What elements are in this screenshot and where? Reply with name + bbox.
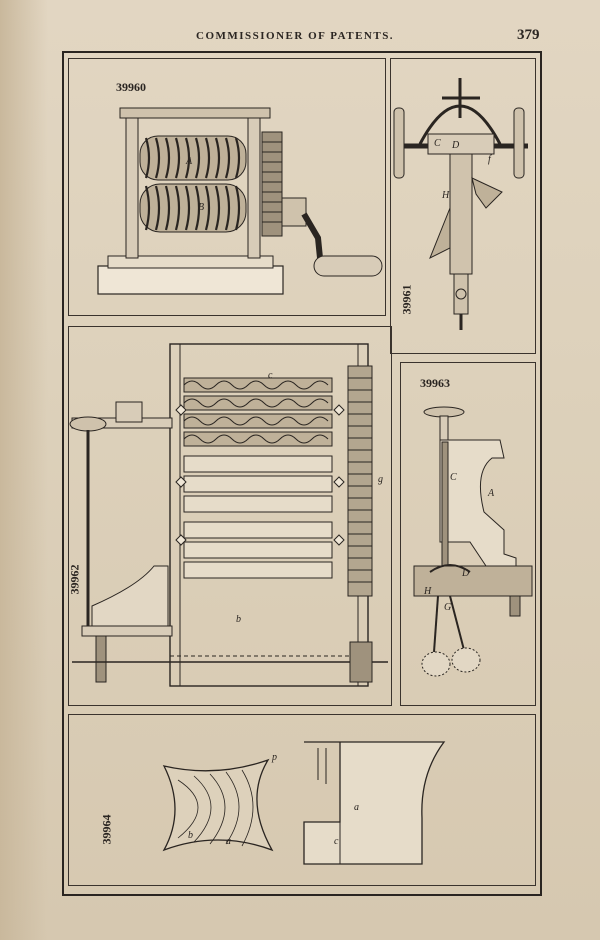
- running-head: COMMISSIONER OF PATENTS.: [196, 30, 395, 42]
- brush-right: [451, 647, 481, 673]
- svg-text:a: a: [354, 802, 359, 813]
- svg-text:A: A: [487, 488, 495, 499]
- svg-text:G: G: [444, 602, 451, 613]
- figure-panel-39962: [68, 326, 392, 706]
- brush-left: [421, 651, 451, 677]
- figure-39964-drawing: p a b a c: [162, 741, 446, 865]
- figure-39963-drawing: A C D H G: [413, 406, 533, 677]
- upper-roller: [139, 135, 247, 181]
- corset-form: [162, 758, 274, 852]
- crank-arm: [301, 212, 323, 259]
- toothed-rollers: [183, 377, 333, 447]
- svg-text:f: f: [488, 154, 492, 165]
- svg-text:C: C: [450, 472, 457, 483]
- figure-39961-drawing: C D f H: [393, 78, 528, 330]
- lower-roller: [139, 183, 247, 233]
- figure-panel-39960: [68, 58, 386, 316]
- svg-text:D: D: [461, 568, 470, 579]
- svg-text:c: c: [334, 836, 339, 847]
- svg-text:c: c: [268, 370, 273, 381]
- wheel-left: [393, 107, 405, 179]
- svg-text:B: B: [198, 202, 204, 213]
- page-number: 379: [517, 27, 540, 43]
- figure-panel-39964: [68, 714, 536, 886]
- wheel-right: [513, 107, 525, 179]
- pulley-wheel: [69, 416, 107, 432]
- gear-column: [347, 365, 373, 597]
- figure-number-39960: 39960: [116, 80, 146, 94]
- svg-text:A: A: [185, 156, 193, 167]
- figure-number-39963: 39963: [420, 376, 450, 390]
- figure-39962-drawing: c g b: [69, 343, 388, 687]
- plow-shank: [449, 153, 473, 275]
- engraving-plate: [62, 51, 542, 896]
- spindle: [441, 441, 449, 583]
- crank-handle: [313, 255, 383, 277]
- svg-text:H: H: [423, 586, 432, 597]
- smooth-rollers: [183, 455, 333, 579]
- boot-form: [303, 741, 446, 865]
- frame-post-right: [247, 117, 261, 259]
- figure-39960-drawing: A B: [97, 107, 383, 295]
- svg-text:H: H: [441, 190, 450, 201]
- frame-post-left: [125, 117, 139, 259]
- machine-base: [97, 265, 284, 295]
- figure-panel-39961: [390, 58, 536, 354]
- svg-text:p: p: [271, 752, 277, 763]
- machine-frame: [169, 343, 369, 687]
- drive-gear: [261, 131, 283, 237]
- svg-text:b: b: [188, 830, 193, 841]
- figure-panel-39963: [400, 362, 536, 706]
- svg-text:g: g: [378, 474, 383, 485]
- svg-text:C: C: [434, 138, 441, 149]
- svg-text:a: a: [226, 836, 231, 847]
- svg-text:b: b: [236, 614, 241, 625]
- svg-text:D: D: [451, 140, 460, 151]
